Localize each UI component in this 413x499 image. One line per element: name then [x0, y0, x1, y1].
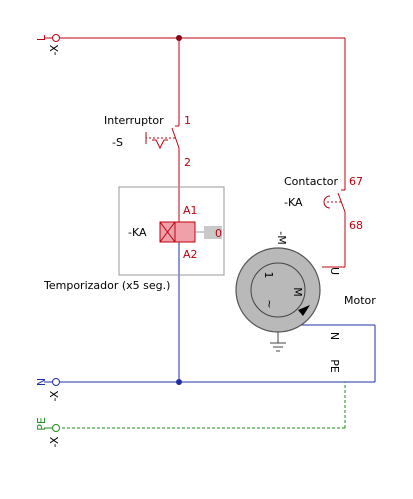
- earth-wiring: [57, 382, 346, 429]
- motor-rotation-arrow: [298, 305, 310, 316]
- motor-tilde: ~: [263, 299, 276, 308]
- n-terminal-tag: -X: [48, 390, 61, 401]
- motor-name: Motor: [344, 294, 376, 307]
- motor-term-n: N: [328, 332, 341, 340]
- switch-actuator-symbol: [152, 139, 168, 150]
- contactor-pin-bottom: 68: [349, 219, 363, 232]
- motor-symbol: M: [291, 287, 304, 297]
- timer-coil-cross-b: [159, 221, 176, 243]
- terminal-l[interactable]: L -X: [35, 34, 61, 55]
- switch-tag: -S: [112, 136, 123, 149]
- pe-wire-label: PE: [35, 417, 48, 431]
- timer-coil-body: [159, 221, 196, 243]
- switch-pin-bottom: 2: [184, 156, 191, 169]
- switch-interruptor[interactable]: [145, 122, 180, 150]
- terminal-l-circle: [52, 34, 60, 42]
- contactor-name: Contactor: [284, 175, 339, 188]
- live-wiring: [57, 37, 346, 268]
- l-wire-label: L: [35, 34, 48, 41]
- motor-body: [235, 247, 321, 333]
- motor-term-u: U: [328, 267, 341, 275]
- motor-rotation-ring: [250, 262, 306, 318]
- motor-term-pe: PE: [328, 359, 341, 373]
- timer-coil[interactable]: [159, 221, 222, 243]
- l-terminal-tag: -X: [48, 44, 61, 55]
- timer-tag: -KA: [128, 226, 147, 239]
- contactor-tag: -KA: [284, 196, 303, 209]
- contactor-contact[interactable]: [323, 186, 346, 213]
- motor-phase: 1: [262, 272, 275, 279]
- contactor-delay-arc: [323, 195, 331, 209]
- timer-name: Temporizador (x5 seg.): [43, 279, 170, 292]
- terminal-pe-circle: [52, 424, 60, 432]
- switch-blade: [171, 127, 180, 149]
- contactor-pin-top: 67: [349, 175, 363, 188]
- terminal-pe[interactable]: PE -X: [35, 417, 61, 447]
- terminal-n[interactable]: N -X: [35, 378, 61, 402]
- timer-value: 0: [215, 227, 222, 240]
- neutral-junction-dot: [176, 379, 182, 385]
- timer-pin-a2: A2: [183, 248, 198, 261]
- n-wire-label: N: [35, 378, 48, 386]
- live-junction-dot: [176, 35, 182, 41]
- switch-pin-top: 1: [184, 114, 191, 127]
- timer-pin-a1: A1: [183, 204, 198, 217]
- motor-tag: -M: [275, 231, 288, 244]
- timer-display: [204, 226, 222, 239]
- contactor-blade: [337, 192, 346, 213]
- switch-name: Interruptor: [104, 114, 164, 127]
- pe-terminal-tag: -X: [48, 436, 61, 447]
- terminal-n-circle: [52, 378, 60, 386]
- motor[interactable]: [235, 247, 321, 352]
- timer-enclosure[interactable]: [118, 186, 225, 276]
- neutral-wiring: [57, 242, 376, 383]
